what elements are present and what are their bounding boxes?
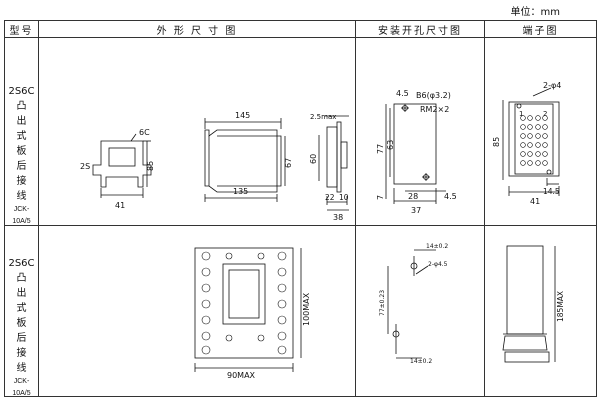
- end-view: [326, 126, 338, 188]
- header-model: 型号: [4, 20, 39, 38]
- dim-100max: 100MAX: [302, 292, 311, 326]
- dim-41-terminal: 41: [530, 197, 540, 206]
- dim-67: 67: [284, 158, 293, 168]
- model-code: JCK-10A/5: [12, 206, 31, 225]
- terminal-grid: [520, 115, 548, 166]
- dim-7: 7: [376, 195, 385, 200]
- label-2-phi4: 2-φ4: [543, 81, 561, 90]
- dim-22: 22: [325, 193, 335, 202]
- dim-85: 85: [146, 161, 155, 171]
- model-code: JCK-10A/5: [12, 378, 31, 397]
- mounting-cell: 4.5 B6(φ3.2) RM2×2 77 63 7 28 4.5 37: [355, 37, 485, 226]
- dim-145: 145: [235, 111, 250, 120]
- dim-77-tol: 77±0.23: [379, 290, 386, 316]
- model-cell: 2S6C 凸 出 式 板 后 接 线 JCK-10A/5: [4, 37, 39, 228]
- dim-135: 135: [233, 187, 248, 196]
- label-6c: 6C: [139, 128, 150, 137]
- relay-body: [506, 245, 544, 335]
- table-row: 2S6C 凸 出 式 板 后 接 线 JCK-10A/5: [4, 37, 597, 228]
- terminal-cell: 2-φ4 1 2 85 14.5 41: [484, 37, 597, 226]
- header-row: 型号 外 形 尺 寸 图 安装开孔尺寸图 端子图: [4, 20, 597, 38]
- front-view: [92, 140, 152, 188]
- terminal-num-1: 1: [519, 110, 523, 118]
- outline-drawing: 6C 2S 85 41 145 67 135 2.5max 60 22 10 3…: [80, 111, 349, 222]
- dim-41: 41: [115, 201, 125, 210]
- label-b6: B6(φ3.2): [416, 91, 451, 100]
- spec-table: 型号 外 形 尺 寸 图 安装开孔尺寸图 端子图 2S6C 凸 出 式 板 后 …: [4, 20, 597, 397]
- outline-cell: 100MAX 90MAX: [38, 225, 356, 397]
- model-name: 2S6C 凸 出 式 板 后 接 线 JCK-10A/5: [5, 84, 38, 228]
- dim-14b: 14±0.2: [410, 358, 432, 365]
- terminal-drawing: 2-φ4 1 2 85 14.5 41: [492, 81, 561, 206]
- terminal-cell: 185MAX: [484, 225, 597, 397]
- dim-14a: 14±0.2: [426, 243, 448, 250]
- dim-37: 37: [411, 206, 421, 215]
- dim-60: 60: [309, 154, 318, 164]
- dim-14-5: 14.5: [543, 187, 560, 196]
- dim-4-5a: 4.5: [396, 89, 409, 98]
- base-plate: [194, 247, 294, 359]
- dim-2-5max: 2.5max: [310, 113, 336, 121]
- dim-38: 38: [333, 213, 343, 222]
- dim-85-terminal: 85: [492, 137, 501, 147]
- dim-4-5b: 4.5: [444, 192, 457, 201]
- label-2s: 2S: [80, 162, 90, 171]
- dim-90max: 90MAX: [227, 371, 256, 380]
- model-name: 2S6C 凸 出 式 板 后 接 线 JCK-10A/5: [5, 256, 38, 400]
- outline-drawing-2: 100MAX 90MAX: [194, 247, 311, 380]
- base-terminals: [201, 251, 287, 355]
- model-cell: 2S6C 凸 出 式 板 后 接 线 JCK-10A/5: [4, 225, 39, 400]
- table-row: 2S6C 凸 出 式 板 后 接 线 JCK-10A/5: [4, 225, 597, 400]
- dim-77: 77: [376, 144, 385, 154]
- mounting-drawing: 4.5 B6(φ3.2) RM2×2 77 63 7 28 4.5 37: [376, 89, 457, 215]
- label-rm: RM2×2: [420, 105, 449, 114]
- dim-10: 10: [339, 193, 349, 202]
- outline-cell: 6C 2S 85 41 145 67 135 2.5max 60 22 10 3…: [38, 37, 356, 226]
- dim-185max: 185MAX: [556, 291, 565, 322]
- label-2-phi4-5: 2-φ4.5: [428, 261, 448, 268]
- mounting-drawing-2: 14±0.2 2-φ4.5 77±0.23 14±0.2: [379, 243, 448, 365]
- header-outline: 外 形 尺 寸 图: [38, 20, 356, 38]
- terminal-drawing-2: 185MAX: [502, 245, 565, 363]
- terminal-num-2: 2: [543, 110, 547, 118]
- mounting-cell: 14±0.2 2-φ4.5 77±0.23 14±0.2: [355, 225, 485, 397]
- unit-label: 单位：mm: [510, 7, 560, 18]
- side-view: [204, 129, 282, 193]
- dim-63: 63: [386, 140, 395, 150]
- header-mounting: 安装开孔尺寸图: [355, 20, 485, 38]
- dim-28: 28: [408, 192, 418, 201]
- header-terminal: 端子图: [484, 20, 597, 38]
